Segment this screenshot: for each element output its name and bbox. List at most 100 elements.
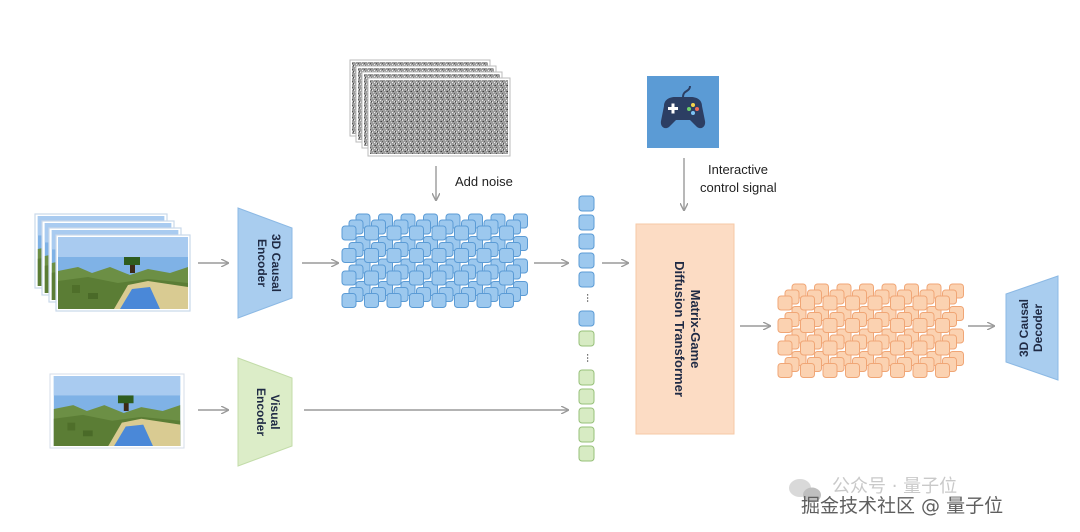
- column-token-noisy: [578, 310, 595, 327]
- latent-token: [499, 248, 514, 263]
- output-token: [890, 340, 905, 356]
- latent-token-grid: [341, 213, 528, 308]
- output-token: [777, 340, 793, 356]
- latent-token: [454, 270, 469, 286]
- add-noise-label: Add noise: [455, 174, 513, 189]
- latent-token: [341, 225, 357, 241]
- column-ellipsis-bottom: ...: [584, 353, 596, 362]
- latent-token: [476, 225, 492, 241]
- output-token: [822, 340, 838, 356]
- latent-token: [454, 248, 469, 263]
- output-token: [935, 340, 950, 356]
- decoder-line2: Decoder: [1031, 304, 1045, 352]
- latent-token: [454, 293, 469, 308]
- column-token-noisy: [578, 271, 595, 288]
- reference-image: [49, 373, 185, 449]
- latent-token: [409, 293, 424, 308]
- latent-token: [386, 293, 402, 308]
- latent-token: [341, 270, 357, 286]
- output-token: [845, 340, 860, 356]
- output-token: [890, 318, 905, 333]
- output-token: [822, 363, 838, 378]
- matrix-game-dit-block: Matrix-Game Diffusion Transformer: [635, 223, 735, 435]
- latent-token: [364, 248, 379, 263]
- output-token: [935, 318, 950, 333]
- output-token: [777, 295, 793, 311]
- latent-token: [386, 248, 402, 263]
- latent-token: [431, 270, 447, 286]
- column-token-condition: [578, 407, 595, 424]
- output-token: [800, 295, 815, 311]
- output-token: [867, 363, 883, 378]
- visual-encoder: Visual Encoder: [237, 357, 293, 467]
- latent-token: [364, 293, 379, 308]
- output-token: [912, 318, 928, 333]
- latent-token: [364, 225, 379, 241]
- latent-token: [431, 293, 447, 308]
- latent-token: [499, 270, 514, 286]
- visual-encoder-line1: Visual: [268, 394, 282, 429]
- output-token: [845, 318, 860, 333]
- watermark-line2: 掘金技术社区 @ 量子位: [801, 495, 1003, 517]
- arrows: [198, 158, 994, 410]
- input-video-frames: [34, 213, 191, 312]
- latent-token: [364, 270, 379, 286]
- latent-token: [431, 225, 447, 241]
- column-token-noisy: [578, 252, 595, 269]
- latent-token: [499, 225, 514, 241]
- control-label-line1: Interactive: [708, 162, 768, 177]
- output-token: [777, 363, 793, 378]
- dit-line2: Diffusion Transformer: [672, 261, 687, 397]
- wechat-icon: [789, 479, 821, 503]
- output-token: [867, 318, 883, 333]
- latent-token: [476, 248, 492, 263]
- output-token: [822, 295, 838, 311]
- encoder-3d-line1: 3D Causal: [269, 234, 283, 292]
- column-token-condition: [578, 369, 595, 386]
- column-token-condition: [578, 330, 595, 347]
- latent-token: [341, 293, 357, 308]
- column-ellipsis-top: ...: [584, 293, 596, 302]
- column-token-condition: [578, 388, 595, 405]
- column-token-condition: [578, 426, 595, 443]
- latent-token: [409, 270, 424, 286]
- encoder-3d-line2: Encoder: [255, 239, 269, 287]
- output-token: [800, 340, 815, 356]
- noise-frames: [349, 59, 511, 157]
- watermark: 公众号 · 量子位 掘金技术社区 @ 量子位: [789, 476, 1003, 517]
- latent-token: [476, 270, 492, 286]
- output-token: [935, 363, 950, 378]
- column-token-noisy: [578, 233, 595, 250]
- output-token: [777, 318, 793, 333]
- output-token: [867, 295, 883, 311]
- latent-token: [476, 293, 492, 308]
- output-token: [845, 363, 860, 378]
- latent-token: [431, 248, 447, 263]
- output-token: [890, 295, 905, 311]
- causal-encoder-3d: 3D Causal Encoder: [237, 207, 293, 319]
- output-token: [800, 318, 815, 333]
- causal-decoder-3d: 3D Causal Decoder: [1005, 275, 1059, 381]
- video-frame-front: [55, 234, 191, 312]
- output-token: [822, 318, 838, 333]
- output-token: [890, 363, 905, 378]
- column-token-noisy: [578, 214, 595, 231]
- output-token: [800, 363, 815, 378]
- watermark-line1: 公众号 · 量子位: [832, 476, 957, 497]
- output-token: [912, 340, 928, 356]
- latent-token: [386, 270, 402, 286]
- output-token: [912, 295, 928, 311]
- output-token: [935, 295, 950, 311]
- output-token-grid: [777, 283, 964, 378]
- decoder-line1: 3D Causal: [1017, 299, 1031, 357]
- dit-line1: Matrix-Game: [688, 290, 703, 369]
- latent-token: [454, 225, 469, 241]
- latent-token: [386, 225, 402, 241]
- output-token: [912, 363, 928, 378]
- token-sequence-column: ... ...: [578, 195, 596, 462]
- gamepad-icon: [647, 76, 719, 148]
- visual-encoder-line2: Encoder: [254, 388, 268, 436]
- column-token-noisy: [578, 195, 595, 212]
- output-token: [845, 295, 860, 311]
